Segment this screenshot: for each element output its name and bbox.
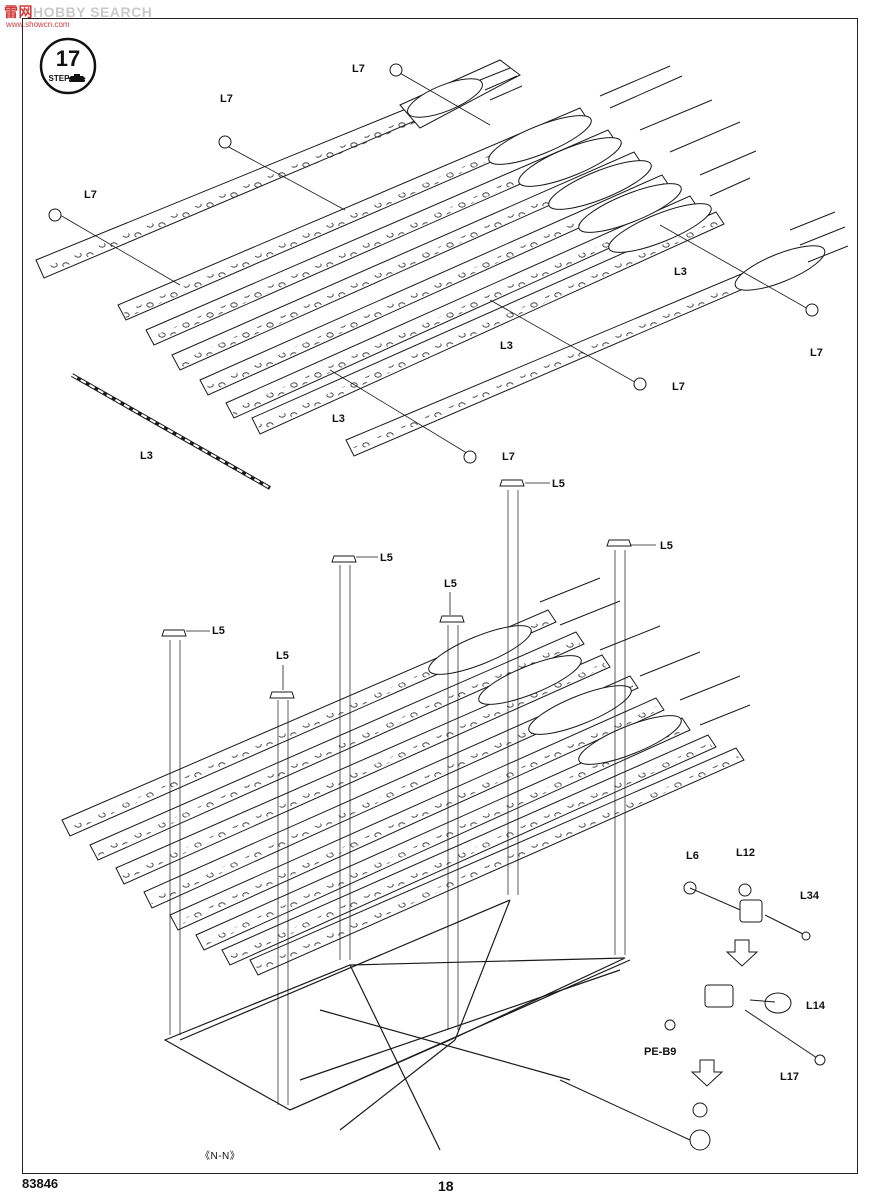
watermark: 雷网HOBBY SEARCH	[4, 2, 152, 22]
page-number: 18	[438, 1178, 454, 1194]
callout-l7: L7	[84, 189, 97, 201]
rail-stack	[117, 65, 757, 435]
callout-l6: L6	[686, 850, 699, 862]
callout-l7: L7	[672, 381, 685, 393]
rail-top-single	[35, 59, 523, 279]
arrow-down-icon-2	[690, 1059, 724, 1087]
callout-l14: L14	[806, 1000, 825, 1012]
callout-l5: L5	[552, 478, 565, 490]
callout-l5: L5	[660, 540, 673, 552]
callout-l34: L34	[800, 890, 819, 902]
callout-l7: L7	[220, 93, 233, 105]
callout-l17: L17	[780, 1071, 799, 1083]
callout-l7: L7	[810, 347, 823, 359]
lower-rail-group	[61, 479, 751, 1151]
product-code: 83846	[22, 1176, 59, 1191]
callout-l12: L12	[736, 847, 755, 859]
l3-rod	[71, 373, 271, 490]
callout-l3: L3	[140, 450, 153, 462]
callout-l3: L3	[332, 413, 345, 425]
watermark-prefix: 雷网	[4, 4, 33, 20]
section-caption: 《N-N》	[200, 1151, 241, 1162]
callout-l3: L3	[500, 340, 513, 352]
arrow-down-icon	[725, 939, 759, 967]
callout-l7: L7	[502, 451, 515, 463]
callout-l5: L5	[380, 552, 393, 564]
callout-l5: L5	[212, 625, 225, 637]
callout-pe-b9: PE-B9	[644, 1046, 677, 1058]
page-frame	[22, 18, 858, 1174]
step-badge: 17 STEP	[38, 36, 98, 96]
callout-l5: L5	[276, 650, 289, 662]
upper-rail-group	[35, 59, 849, 490]
step-label: STEP	[49, 74, 71, 83]
step-badge-icon: 17 STEP	[39, 37, 97, 95]
callout-l5: L5	[444, 578, 457, 590]
tank-icon	[68, 74, 86, 79]
step-number: 17	[56, 46, 80, 71]
watermark-url: www.showcn.com	[6, 20, 70, 29]
subassembly-detail	[664, 881, 826, 1087]
watermark-brand: HOBBY SEARCH	[33, 4, 153, 20]
callout-l3: L3	[674, 266, 687, 278]
rail-bottom-single	[345, 211, 849, 457]
callout-l7: L7	[352, 63, 365, 75]
